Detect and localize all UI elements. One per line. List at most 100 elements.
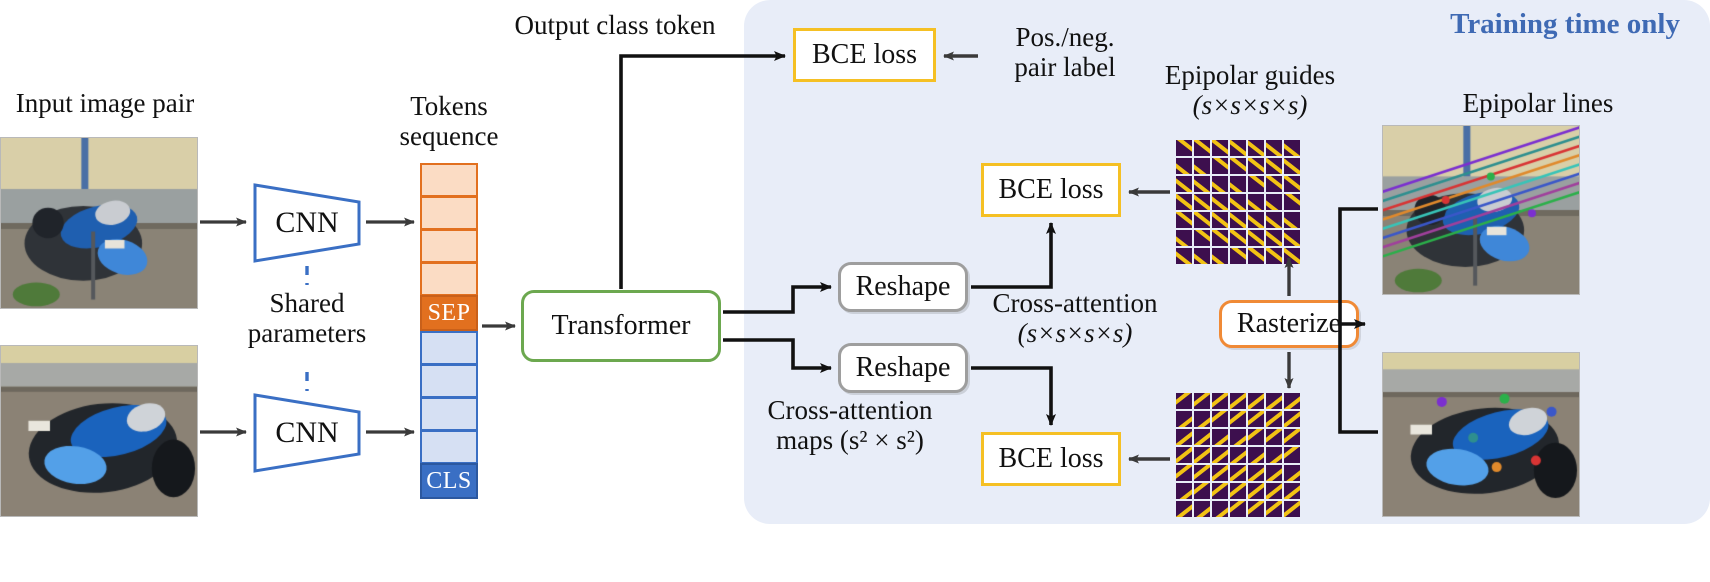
guide-cell (1176, 194, 1192, 210)
guide-cell (1194, 465, 1210, 481)
pos-neg-pair-label: Pos./neg. pair label (1014, 22, 1116, 83)
guide-cell (1212, 248, 1228, 264)
epipolar-guides-dims: (s×s×s×s) (1192, 90, 1308, 121)
guide-cell (1284, 248, 1300, 264)
guide-cell (1230, 158, 1246, 174)
guide-cell (1176, 248, 1192, 264)
guide-cell (1230, 230, 1246, 246)
guide-cell (1266, 230, 1282, 246)
guide-cell (1284, 447, 1300, 463)
guide-cell (1194, 176, 1210, 192)
guide-cell (1194, 140, 1210, 156)
guide-cell (1176, 176, 1192, 192)
token-sep: SEP (420, 295, 478, 331)
guide-cell (1248, 248, 1264, 264)
guide-cell (1212, 393, 1228, 409)
guide-cell (1176, 393, 1192, 409)
input-photo-bottom (0, 345, 198, 517)
rasterize-block[interactable]: Rasterize (1219, 300, 1359, 348)
token-cell-image-b (420, 331, 478, 364)
guide-cell (1194, 411, 1210, 427)
guide-cell (1266, 429, 1282, 445)
tokens-sequence-label: Tokens sequence (399, 91, 499, 152)
guide-cell (1266, 140, 1282, 156)
guide-cell (1230, 465, 1246, 481)
guide-cell (1212, 230, 1228, 246)
guide-cell (1284, 501, 1300, 517)
guide-cell (1266, 248, 1282, 264)
guide-cell (1284, 465, 1300, 481)
guide-cell (1230, 212, 1246, 228)
guide-cell (1266, 158, 1282, 174)
training-time-only-label: Training time only (1450, 8, 1680, 40)
guide-cell (1176, 411, 1192, 427)
cnn-encoder-top: CNN (252, 182, 362, 264)
epipolar-photo-bottom (1382, 352, 1580, 517)
guide-cell (1248, 140, 1264, 156)
guide-cell (1176, 465, 1192, 481)
guide-cell (1248, 194, 1264, 210)
guide-cell (1212, 140, 1228, 156)
guide-cell (1194, 212, 1210, 228)
guide-cell (1266, 176, 1282, 192)
bce-loss-top-label: BCE loss (811, 39, 918, 70)
guide-cell (1212, 176, 1228, 192)
guide-cell (1212, 411, 1228, 427)
guide-cell (1194, 248, 1210, 264)
guide-cell (1194, 447, 1210, 463)
token-cls: CLS (420, 463, 478, 499)
cross-attention-dims: (s×s×s×s) (1017, 318, 1133, 349)
guide-cell (1194, 158, 1210, 174)
epipolar-guides-label: Epipolar guides (s×s×s×s) (1150, 60, 1350, 120)
token-sequence: SEP CLS (420, 163, 478, 499)
bce-loss-mid[interactable]: BCE loss (981, 163, 1121, 217)
guide-cell (1284, 194, 1300, 210)
guide-cell (1176, 501, 1192, 517)
guide-cell (1212, 501, 1228, 517)
guide-cell (1212, 194, 1228, 210)
guide-cell (1284, 212, 1300, 228)
cnn-top-label: CNN (275, 206, 339, 239)
output-class-token-label: Output class token (514, 10, 716, 40)
rasterize-label: Rasterize (1236, 308, 1342, 339)
guide-cell (1266, 483, 1282, 499)
token-cell-image-a (420, 229, 478, 262)
reshape-bottom-label: Reshape (855, 352, 951, 383)
shared-parameters-label: Shared parameters (247, 288, 367, 349)
transformer-block[interactable]: Transformer (521, 290, 721, 362)
bce-loss-bottom-label: BCE loss (998, 443, 1104, 474)
bce-loss-bottom[interactable]: BCE loss (981, 432, 1121, 486)
reshape-top[interactable]: Reshape (838, 262, 968, 312)
token-cell-image-a (420, 163, 478, 196)
guide-cell (1266, 212, 1282, 228)
guide-cell (1248, 465, 1264, 481)
guide-cell (1212, 465, 1228, 481)
guide-cell (1176, 212, 1192, 228)
guide-cell (1248, 176, 1264, 192)
guide-cell (1248, 393, 1264, 409)
guide-cell (1176, 158, 1192, 174)
guide-cell (1230, 411, 1246, 427)
guide-cell (1266, 194, 1282, 210)
guide-cell (1176, 429, 1192, 445)
guide-cell (1248, 411, 1264, 427)
guide-cell (1266, 501, 1282, 517)
guide-cell (1194, 194, 1210, 210)
guide-cell (1176, 447, 1192, 463)
guide-cell (1194, 429, 1210, 445)
guide-cell (1248, 212, 1264, 228)
guide-cell (1230, 393, 1246, 409)
cross-attention-maps-label: Cross-attention maps (s² × s²) (752, 395, 948, 455)
guide-cell (1248, 501, 1264, 517)
cross-attention-maps-dims: maps (s² × s²) (776, 425, 924, 456)
guide-cell (1230, 483, 1246, 499)
guide-cell (1248, 483, 1264, 499)
guide-cell (1230, 194, 1246, 210)
reshape-bottom[interactable]: Reshape (838, 343, 968, 393)
bce-loss-top[interactable]: BCE loss (793, 28, 936, 82)
guide-cell (1176, 230, 1192, 246)
guide-cell (1194, 230, 1210, 246)
guide-cell (1230, 176, 1246, 192)
epipolar-lines-label: Epipolar lines (1462, 88, 1614, 118)
guide-cell (1248, 447, 1264, 463)
